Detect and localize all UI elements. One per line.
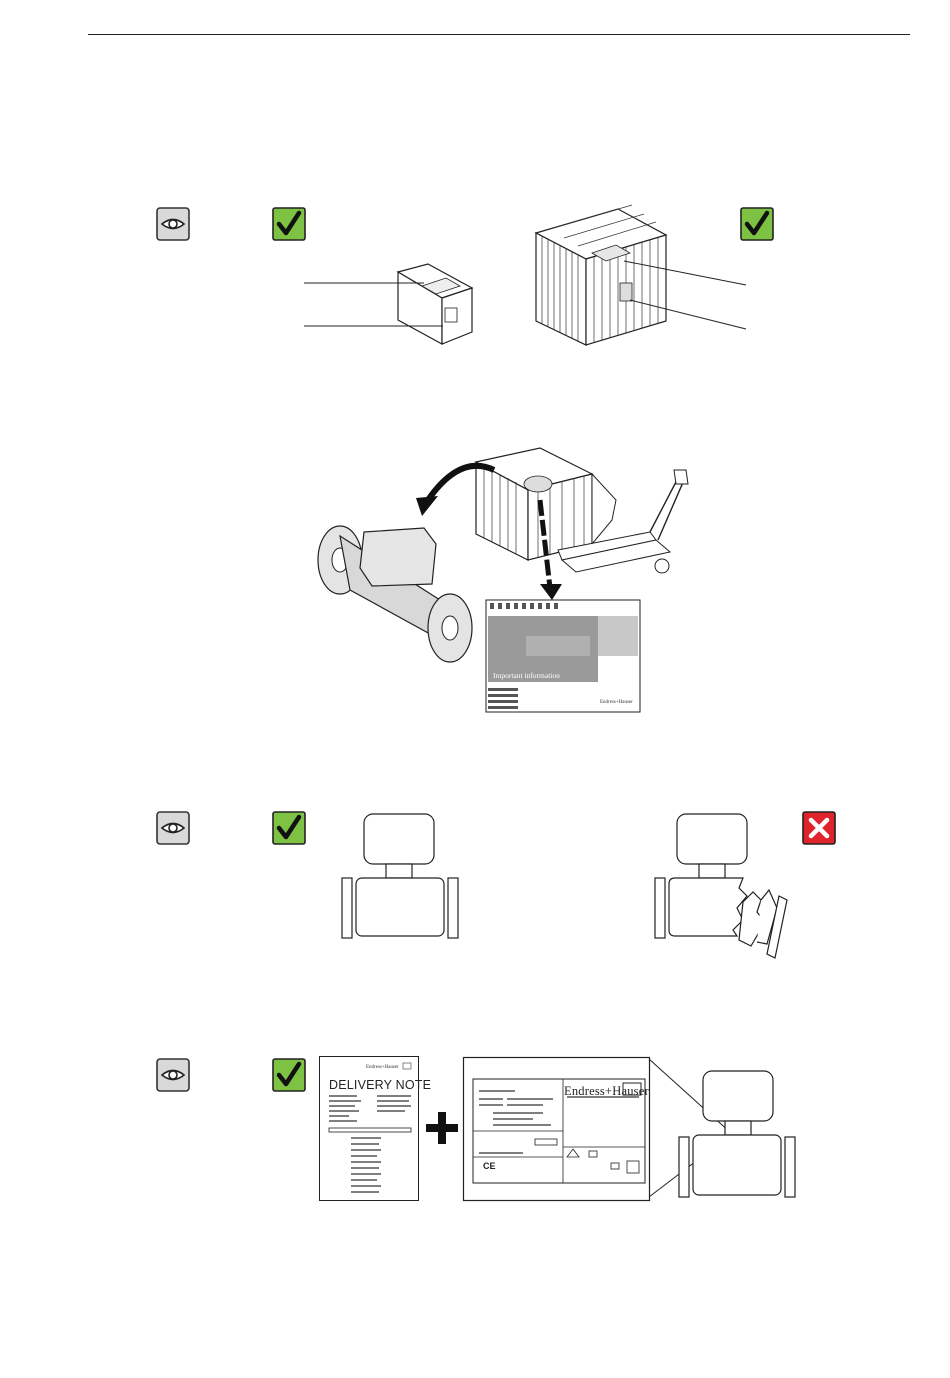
- unpacking-illustration: [300, 440, 700, 680]
- small-package-illustration: [300, 260, 480, 350]
- delivery-note-brand: Endress+Hauser: [366, 1065, 399, 1070]
- eye-icon: [156, 207, 190, 241]
- nameplate-brand: Endress+Hauser: [564, 1084, 649, 1099]
- eye-icon: [156, 1058, 190, 1092]
- booklet-caption: Important information: [493, 671, 560, 680]
- intact-device-illustration: [340, 812, 460, 942]
- crate-illustration: [530, 205, 750, 350]
- header-rule: [88, 34, 910, 35]
- check-icon: [272, 1058, 306, 1092]
- cross-icon: [802, 811, 836, 845]
- booklet-brand: Endress+Hauser: [600, 700, 633, 705]
- plus-icon: [424, 1110, 460, 1146]
- delivery-note-title: DELIVERY NOTE: [329, 1078, 431, 1092]
- nameplate-callout: CE: [463, 1057, 803, 1202]
- svg-text:CE: CE: [483, 1161, 496, 1171]
- check-icon: [272, 811, 306, 845]
- damaged-device-illustration: [653, 812, 803, 962]
- check-icon: [272, 207, 306, 241]
- eye-icon: [156, 811, 190, 845]
